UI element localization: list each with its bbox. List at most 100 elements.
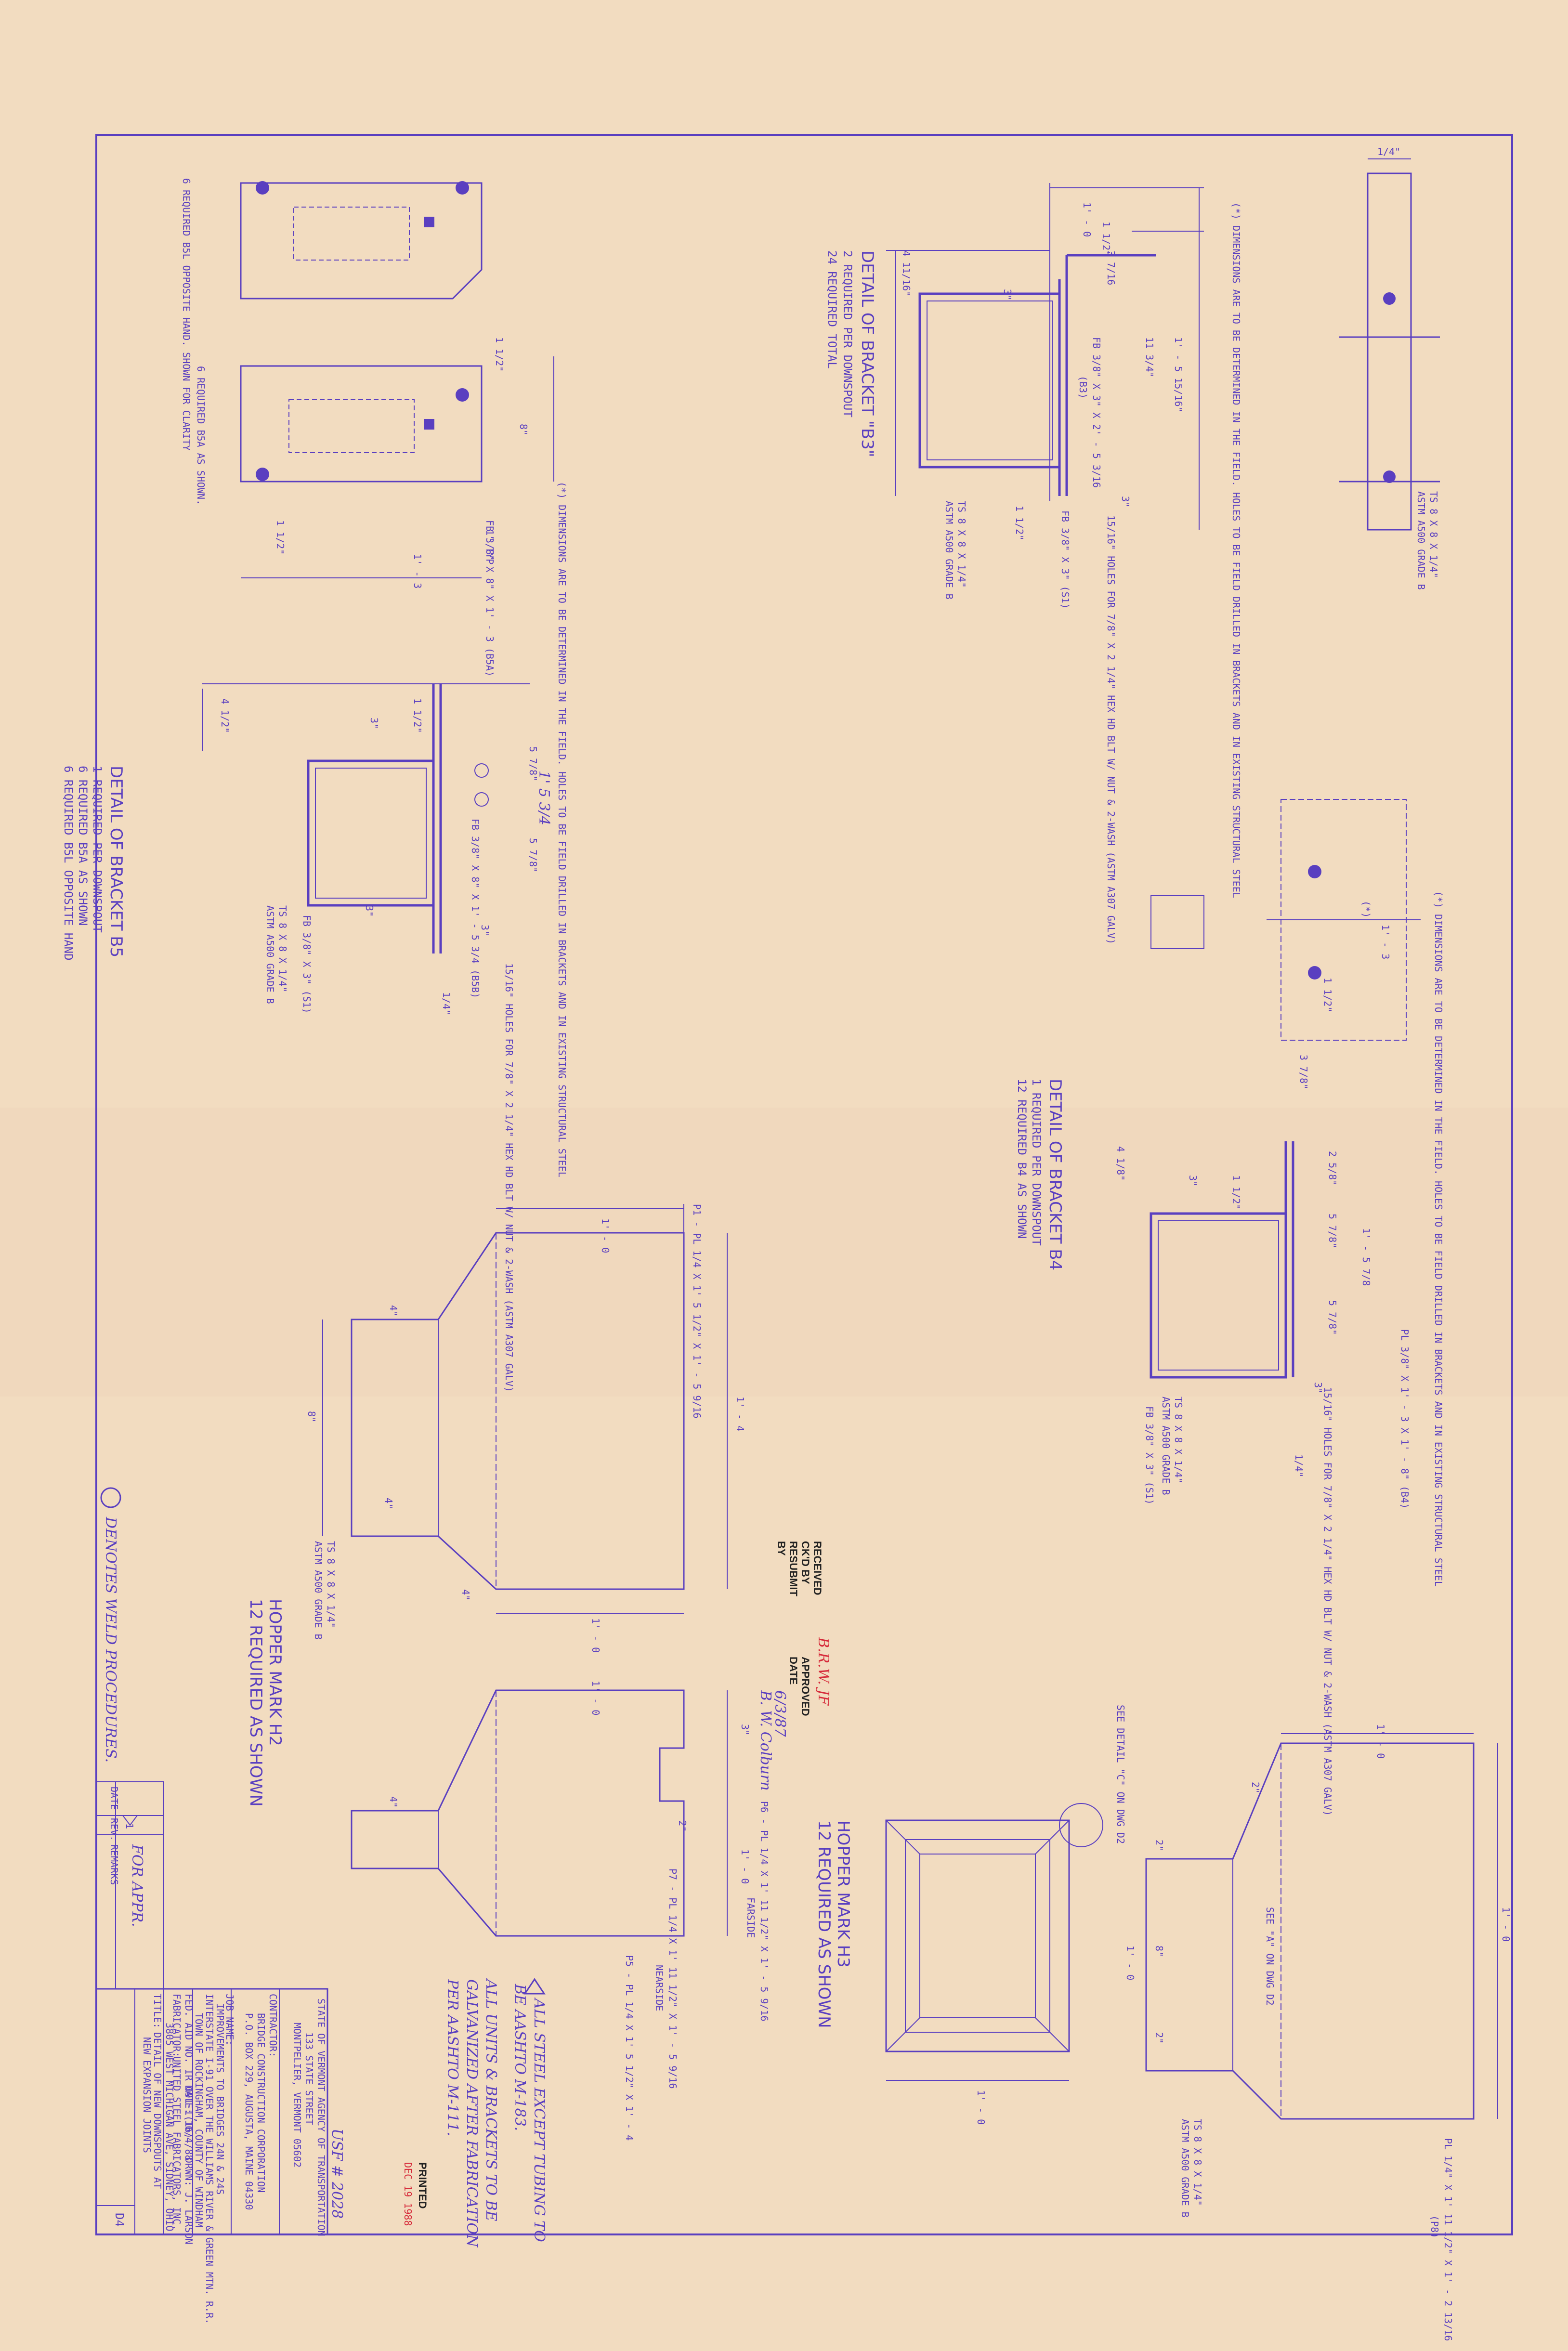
note2b: GALVANIZED AFTER FABRICATION [463, 1979, 480, 2248]
b4-dim: 2 5/8" [1327, 1151, 1338, 1186]
b5a-plan [240, 365, 483, 483]
h3-ts-spec: ASTM A500 GRADE B [1179, 2119, 1191, 2218]
b5-sub1: 1 REQUIRED PER DOWNSPOUT [91, 766, 104, 933]
b3-fb1: FB 3/8" X 3" X 2' - 5 3/16 [1091, 337, 1102, 488]
tb-contractor1: BRIDGE CONSTRUCTION CORPORATION [255, 2013, 267, 2193]
tb-contractor2: P.O. BOX 229, AUGUSTA, MAINE 04330 [243, 2013, 255, 2210]
b5l-hole [456, 181, 469, 195]
rev-h-date: DATE [108, 1787, 120, 1810]
stamp-ckd: CK'D BY [799, 1541, 811, 1584]
h2-side-dim: 3" [739, 1724, 751, 1736]
b4-dim: 1 1/2" [1322, 978, 1333, 1012]
b3-flat-bar [1058, 254, 1156, 496]
b5-dim: 1" TYP [484, 530, 496, 564]
b5-title: DETAIL OF BRACKET B5 [106, 766, 126, 957]
stamp-approved: APPROVED [799, 1657, 811, 1716]
h3-see-c: SEE DETAIL "C" ON DWG D2 [1115, 1705, 1126, 1844]
tb-job-label: JOB NAME: [224, 1994, 235, 2046]
revision-block: DATE REV. REMARKS 1 FOR APPR. [96, 1781, 164, 1989]
h2-dim: 1' - 0 [590, 1618, 601, 1653]
title-block-frame [95, 1988, 328, 2235]
b3-fb1-mark: (B3) [1077, 376, 1089, 399]
stamp-initials: B.R.W. JF [815, 1637, 832, 1706]
b5-sub2: 6 REQUIRED B5A AS SHOWN [76, 766, 90, 926]
stamp-date: DATE [787, 1657, 799, 1685]
weld-symbol-icon [100, 1487, 121, 1508]
weld-legend: DENOTES WELD PROCEDURES. [100, 1487, 121, 1763]
detail-c-callout [1059, 1803, 1103, 1847]
h2-side-dim: 1' - 0 [590, 1681, 601, 1715]
b4-fb: FB 3/8" X 3" (S1) [1144, 1406, 1155, 1505]
h2-side-dim: 1' - 0 [739, 1849, 751, 1884]
h2-ts: TS 8 X 8 X 1/4" [325, 1541, 337, 1628]
printed-label: PRINTED [417, 2162, 429, 2209]
b3-bolt-hole [1383, 470, 1396, 483]
note2c: PER AASHTO M-111. [444, 1979, 461, 2136]
b5-holes: 15/16" HOLES FOR 7/8" X 2 1/4" HEX HD BL… [503, 963, 515, 1392]
h2-dim: 4" [388, 1305, 399, 1317]
h3-dim: 1' - 0 [1124, 1946, 1136, 1980]
b5-dim: 3" [368, 718, 380, 729]
stamp-signature: B. W. Colburn [757, 1690, 774, 1791]
b3-dim: 1 1/2" [1014, 506, 1025, 540]
b4-title: DETAIL OF BRACKET B4 [1045, 1079, 1065, 1270]
b4-hole [1308, 966, 1321, 980]
b3-ts-spec: ASTM A500 GRADE B [1415, 491, 1427, 590]
b4-pl: PL 3/8" X 1' - 3 X 1' - 8" (B4) [1399, 1329, 1411, 1509]
b3-note: (*) DIMENSIONS ARE TO BE DETERMINED IN T… [1230, 202, 1242, 898]
tb-agency1: STATE OF VERMONT AGENCY OF TRANSPORTATIO… [315, 1998, 327, 2236]
b3-dim: 11 3/4" [1144, 337, 1155, 378]
b3-holes: 15/16" HOLES FOR 7/8" X 2 1/4" HEX HD BL… [1105, 515, 1117, 944]
b3-sub2: 24 REQUIRED TOTAL [825, 250, 839, 369]
b4-hole [1308, 865, 1321, 878]
rev-h-rem: REMARKS [108, 1844, 120, 1885]
tb-sheet-number: D4 [113, 2213, 126, 2227]
h3-plan-frame [885, 1819, 1070, 2052]
tb-title2: NEW EXPANSION JOINTS [141, 2037, 153, 2153]
h2-side-outline [351, 1689, 685, 1937]
h2-ts-spec: ASTM A500 GRADE B [313, 1541, 324, 1640]
b3-dim: 3" [1120, 496, 1131, 508]
h3-title: HOPPER MARK H3 [834, 1820, 853, 1968]
rev-note: FOR APPR. [129, 1844, 145, 1927]
hopper-h3-detail: HOPPER MARK H3 12 REQUIRED AS SHOWN SEE … [814, 1705, 1512, 2341]
tb-job1: IMPROVEMENTS TO BRIDGES 24N & 24S [214, 2003, 226, 2194]
b5-dim: 1/4" [441, 992, 452, 1015]
b4-dim: 5 7/8" [1327, 1300, 1338, 1335]
note2a: ALL UNITS & BRACKETS TO BE [483, 1978, 499, 2221]
h2-title: HOPPER MARK H2 [265, 1599, 285, 1746]
b3-plan-ts [1367, 172, 1412, 531]
b5-dim: 1 1/2" [274, 520, 286, 555]
b3-ts: TS 8 X 8 X 1/4" [1428, 491, 1439, 578]
b3-dim: 3" [1002, 289, 1013, 300]
b4-ts-spec: ASTM A500 GRADE B [1160, 1397, 1172, 1495]
general-notes: ALL STEEL EXCEPT TUBING TO BE AASHTO M-1… [444, 1978, 548, 2248]
b4-dim: 4 1/8" [1115, 1146, 1126, 1181]
h3-dim: 1' - 0 [1375, 1724, 1386, 1759]
b5-req-l: 6 REQUIRED B5L OPPOSITE HAND. SHOWN FOR … [181, 178, 192, 451]
b3-dim: 1' - 0 [1081, 202, 1093, 237]
tb-contractor-label: CONTRACTOR: [267, 1994, 279, 2057]
h3-sub: 12 REQUIRED AS SHOWN [814, 1820, 834, 2028]
b5-ts: TS 8 X 8 X 1/4" [277, 905, 288, 993]
b5-dim: 3" [364, 905, 375, 917]
h3-see-a: SEE "A" ON DWG D2 [1264, 1907, 1276, 2006]
b5-note: (*) DIMENSIONS ARE TO BE DETERMINED IN T… [556, 482, 568, 1177]
b4-dim: 3 7/8" [1298, 1055, 1309, 1089]
b5-dim: 5 7/8" [527, 838, 539, 873]
approval-stamp: RECEIVED CK'D BY RESUBMIT BY APPROVED DA… [757, 1541, 832, 1791]
h3-dim: 1' - 0 [1500, 1907, 1512, 1942]
rev-mark: 1 [124, 1823, 135, 1829]
b3-fb2: FB 3/8" X 3" (S1) [1059, 510, 1071, 609]
b5l-plan [240, 182, 483, 300]
h3-dim: 2" [1153, 2032, 1165, 2044]
b5a-hole [256, 468, 269, 481]
note1a: ALL STEEL EXCEPT TUBING TO [531, 1997, 548, 2242]
tb-fab1: UNITED STEEL FABRICATORS, INC. [171, 2056, 183, 2230]
weld-legend-text: DENOTES WELD PROCEDURES. [102, 1516, 119, 1763]
hopper-h2-side-detail: P6 - PL 1/4 X 1' 11 1/2" X 1' - 5 9/16 F… [351, 1681, 770, 2141]
stamp-date-val: 6/3/87 [771, 1690, 788, 1737]
h2-sub: 12 REQUIRED AS SHOWN [246, 1599, 265, 1807]
b4-dim: 1' - 5 7/8 [1360, 1228, 1372, 1286]
b4-dim: 1/4" [1293, 1454, 1305, 1477]
